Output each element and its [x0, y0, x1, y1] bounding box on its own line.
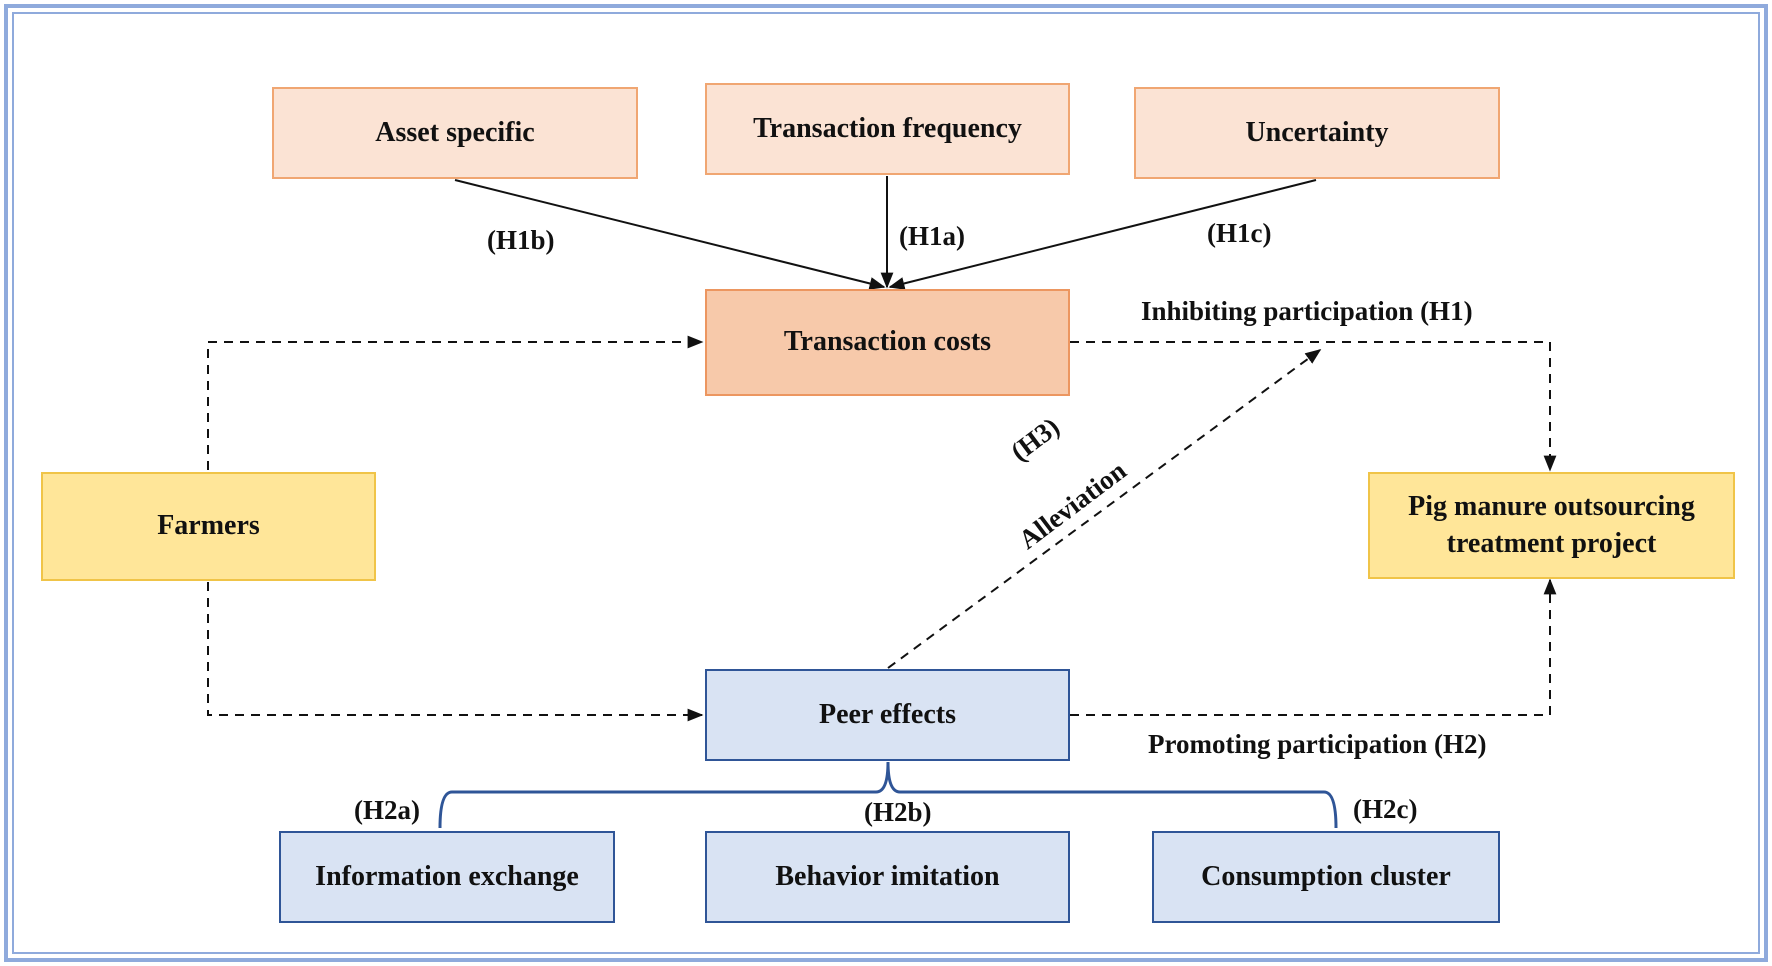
- node-uncertainty: Uncertainty: [1134, 87, 1500, 179]
- label-promoting: Promoting participation (H2): [1148, 729, 1487, 759]
- arrow-h1b: [454, 179, 886, 290]
- arrow-promoting: [1070, 578, 1557, 716]
- outer-frame: [4, 4, 1768, 962]
- label-h2c: (H2c): [1353, 794, 1418, 824]
- node-behavior-imitation-label: Behavior imitation: [775, 860, 1000, 892]
- arrow-h1c: [888, 179, 1317, 290]
- node-farmers-label: Farmers: [157, 510, 260, 542]
- node-peer-effects: Peer effects: [705, 669, 1070, 761]
- node-uncertainty-label: Uncertainty: [1245, 116, 1389, 148]
- node-pig-manure-project: Pig manure outsourcing treatment project: [1368, 472, 1735, 579]
- node-transaction-costs: Transaction costs: [705, 289, 1070, 396]
- node-behavior-imitation: Behavior imitation: [705, 831, 1070, 923]
- node-consumption-cluster: Consumption cluster: [1152, 831, 1500, 923]
- node-pig-manure-project-label: Pig manure outsourcing treatment project: [1408, 491, 1695, 559]
- node-farmers: Farmers: [41, 472, 376, 581]
- label-h2b: (H2b): [864, 797, 932, 827]
- label-h2a: (H2a): [354, 795, 420, 825]
- node-asset-specific-label: Asset specific: [375, 116, 535, 148]
- label-h1b: (H1b): [487, 225, 555, 255]
- label-inhibiting: Inhibiting participation (H1): [1141, 296, 1473, 326]
- node-asset-specific: Asset specific: [272, 87, 638, 179]
- arrow-farmers-to-costs: [207, 335, 704, 470]
- node-peer-effects-label: Peer effects: [818, 698, 957, 730]
- arrow-farmers-to-peer: [207, 582, 704, 722]
- node-transaction-costs-label: Transaction costs: [783, 326, 992, 358]
- arrow-alleviation: [887, 349, 1322, 669]
- peer-effects-brace: [438, 761, 1338, 829]
- node-transaction-frequency-label: Transaction frequency: [753, 112, 1022, 144]
- arrow-inhibiting: [1070, 341, 1557, 472]
- node-transaction-frequency: Transaction frequency: [705, 83, 1070, 175]
- label-h1a: (H1a): [899, 221, 965, 251]
- inner-frame: [12, 12, 1760, 954]
- node-consumption-cluster-label: Consumption cluster: [1201, 860, 1451, 892]
- label-h1c: (H1c): [1207, 218, 1272, 248]
- node-information-exchange-label: Information exchange: [315, 860, 579, 892]
- node-information-exchange: Information exchange: [279, 831, 615, 923]
